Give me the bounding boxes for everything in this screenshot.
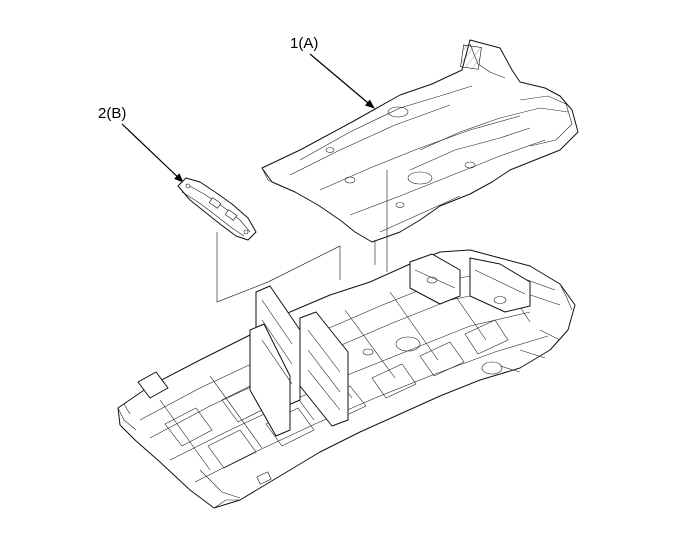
part-1-floor-panel [261, 39, 579, 243]
leader-arrow-2 [121, 123, 184, 183]
callout-label-2: 2(B) [98, 105, 126, 122]
part-2-bracket [177, 177, 257, 241]
callout-label-1: 1(A) [290, 35, 318, 52]
projection-lines [216, 170, 388, 303]
leader-arrow-1 [309, 53, 375, 109]
vehicle-underbody [117, 249, 576, 509]
